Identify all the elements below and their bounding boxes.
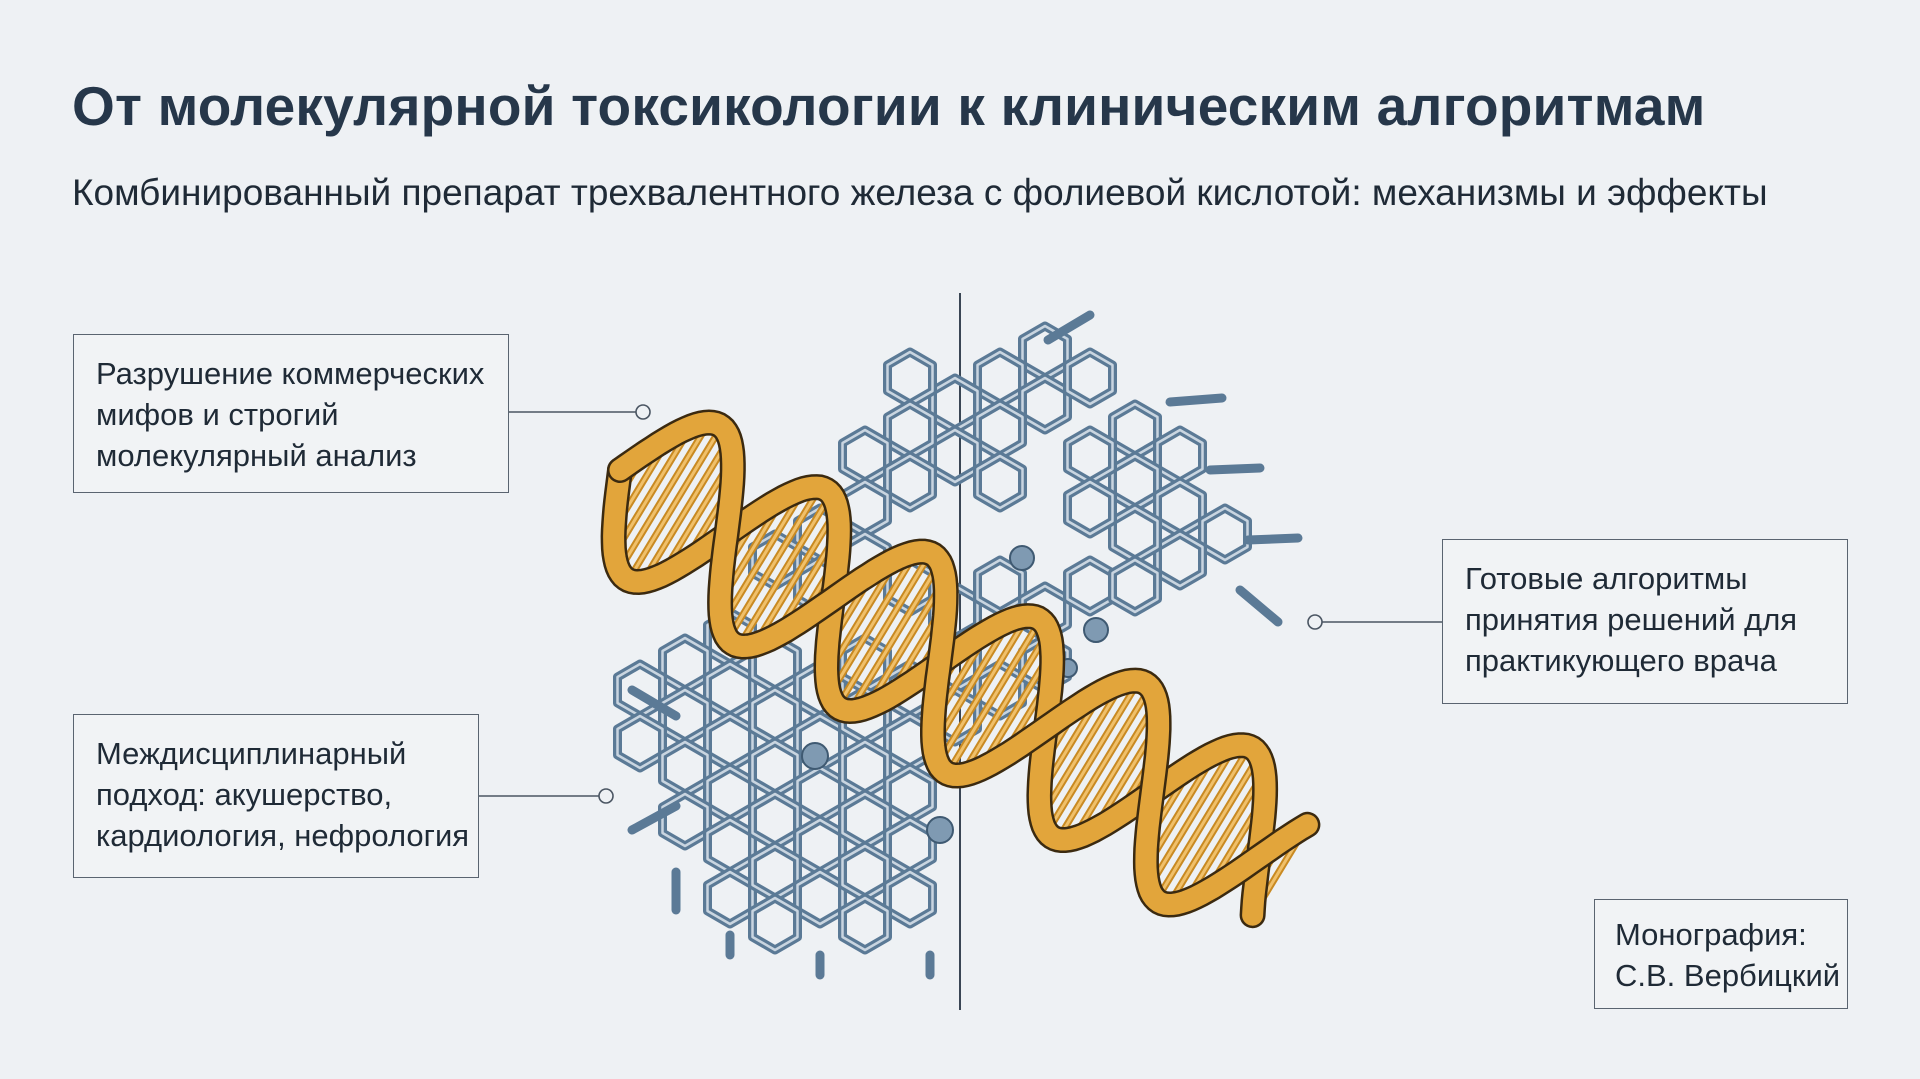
callout-algorithms-line-3: практикующего врача: [1465, 643, 1777, 678]
callout-myths-line-3: молекулярный анализ: [96, 438, 417, 473]
callout-approach-line-1: Междисциплинарный: [96, 736, 407, 771]
callout-approach: Междисциплинарный подход: акушерство, ка…: [73, 714, 479, 878]
callout-algorithms: Готовые алгоритмы принятия решений для п…: [1442, 539, 1848, 704]
connector-myths: [509, 404, 651, 420]
callout-approach-line-2: подход: акушерство,: [96, 777, 393, 812]
monograph-author: С.В. Вербицкий: [1615, 958, 1841, 993]
callout-algorithms-line-2: принятия решений для: [1465, 602, 1798, 637]
dna-helix-icon: [600, 409, 1321, 929]
connector-algorithms: [1307, 614, 1442, 630]
page-subtitle: Комбинированный препарат трехвалентного …: [72, 172, 1768, 213]
molecular-lattice-icon: [618, 310, 1303, 980]
callout-algorithms-line-1: Готовые алгоритмы: [1465, 561, 1748, 596]
page-title: От молекулярной токсикологии к клиническ…: [72, 75, 1706, 137]
monograph-box: Монография: С.В. Вербицкий: [1594, 899, 1848, 1009]
monograph-label: Монография:: [1615, 917, 1807, 952]
connector-approach: [479, 788, 614, 804]
callout-myths-line-1: Разрушение коммерческих: [96, 356, 485, 391]
callout-myths-line-2: мифов и строгий: [96, 397, 339, 432]
callout-myths: Разрушение коммерческих мифов и строгий …: [73, 334, 509, 493]
callout-approach-line-3: кардиология, нефрология: [96, 818, 470, 853]
